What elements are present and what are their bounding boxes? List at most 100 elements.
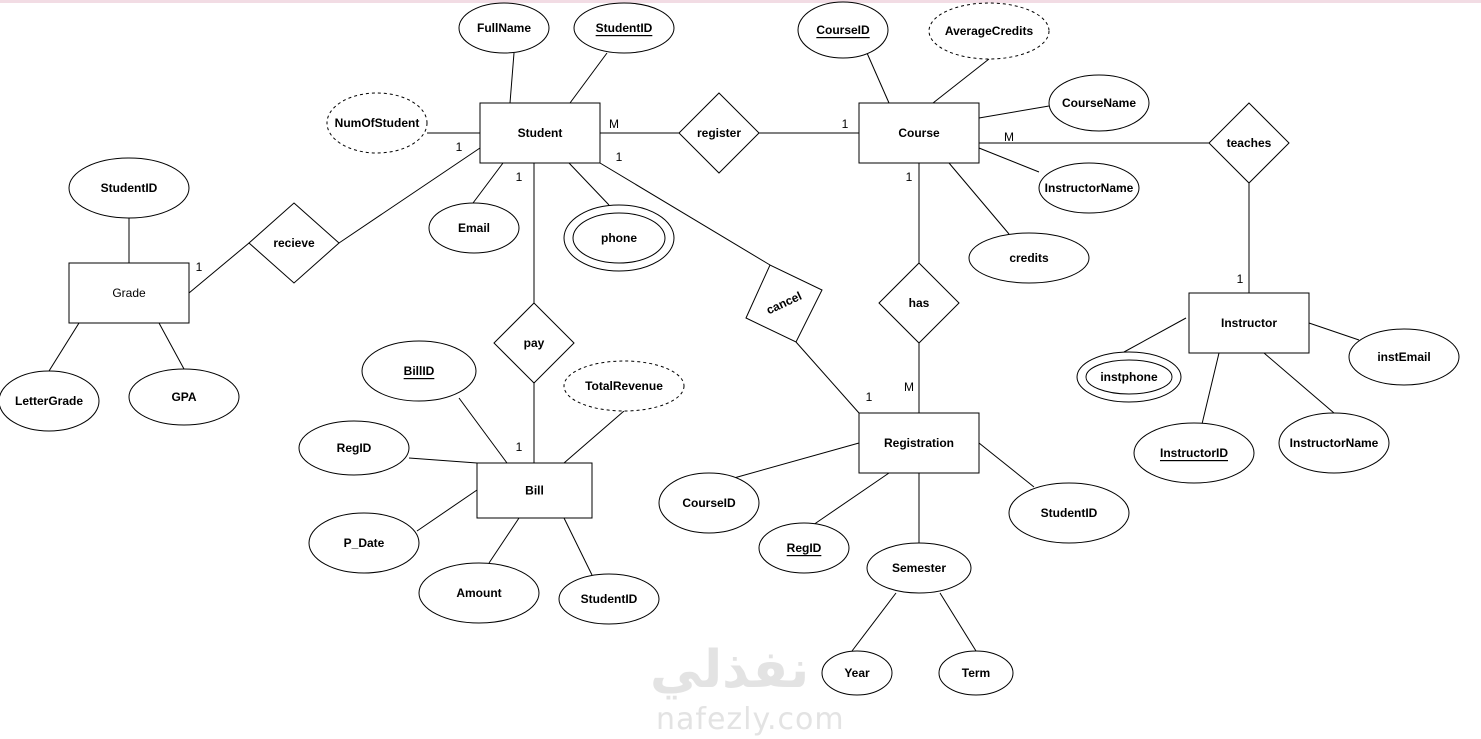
cardinality-label: M: [609, 117, 619, 131]
attribute-label-courseid: CourseID: [816, 23, 870, 37]
connector-line: [939, 592, 977, 652]
attribute-label-term: Term: [962, 666, 990, 680]
connector-line: [812, 472, 890, 526]
attribute-totalrevenue: [563, 360, 685, 412]
attribute-label-phone: phone: [601, 231, 637, 245]
attribute-label-fullname: FullName: [477, 21, 531, 35]
connector-line: [563, 410, 625, 464]
attribute-label-instphone: instphone: [1100, 370, 1158, 384]
attribute-billid: [361, 340, 477, 402]
connector-line: [569, 52, 608, 104]
entity-label-bill: Bill: [525, 484, 544, 498]
attribute-label-instemail: instEmail: [1377, 350, 1430, 364]
entity-instructor: [1188, 292, 1310, 354]
entity-course: [858, 102, 980, 164]
cardinality-label: 1: [866, 390, 873, 404]
cardinality-label: M: [1004, 130, 1014, 144]
relationship-cancel: [745, 264, 823, 343]
cardinality-label: 1: [196, 260, 203, 274]
cardinality-label: 1: [516, 440, 523, 454]
connector-line: [851, 592, 897, 652]
attribute-label-numofstudent: NumOfStudent: [335, 116, 420, 130]
relationship-register: [678, 92, 760, 174]
entity-label-course: Course: [898, 126, 940, 140]
connector-line: [488, 517, 520, 564]
relationship-label-pay: pay: [524, 336, 545, 350]
entity-registration: [858, 412, 980, 474]
relationship-has: [878, 262, 960, 344]
cardinality-label: 1: [456, 140, 463, 154]
entity-bill: [476, 462, 593, 519]
attribute-label-p-date: P_Date: [344, 536, 385, 550]
watermark-latin: nafezly.com: [656, 702, 845, 737]
relationship-pay: [493, 302, 575, 384]
attribute-label-semester: Semester: [892, 561, 946, 575]
attribute-term: [938, 650, 1014, 696]
attribute-regid: [758, 522, 850, 574]
attribute-label-regid: RegID: [787, 541, 822, 555]
attribute-course-instructorname: [1038, 162, 1140, 214]
attribute-label-instructorid: InstructorID: [1160, 446, 1228, 460]
relationship-label-register: register: [697, 126, 741, 140]
attribute-label-averagecredits: AverageCredits: [945, 24, 1034, 38]
attribute-label-reg-studentid: StudentID: [1041, 506, 1098, 520]
attribute-coursename: [1048, 74, 1150, 132]
attribute-studentid: [573, 2, 675, 54]
connector-line: [408, 457, 478, 464]
top-border: [0, 0, 1481, 3]
connector-line: [563, 517, 593, 576]
connector-line: [1123, 317, 1187, 353]
relationship-label-has: has: [909, 296, 930, 310]
attribute-amount: [418, 562, 540, 624]
cardinality-label: M: [904, 380, 914, 394]
entity-student: [479, 102, 601, 164]
attribute-label-grade-studentid: StudentID: [101, 181, 158, 195]
entity-grade: [68, 262, 190, 324]
attribute-email: [428, 202, 520, 254]
attribute-numofstudent: [326, 92, 428, 154]
relationship-label-teaches: teaches: [1227, 136, 1272, 150]
cardinality-label: 1: [1237, 272, 1244, 286]
connector-line: [509, 52, 515, 104]
attribute-instemail: [1348, 328, 1460, 386]
connector-line: [158, 322, 185, 370]
relationship-recieve: [248, 202, 340, 284]
cardinality-label: 1: [616, 150, 623, 164]
connector-line: [932, 58, 990, 104]
entity-label-student: Student: [518, 126, 563, 140]
attribute-instructorid: [1133, 422, 1255, 484]
attribute-label-totalrevenue: TotalRevenue: [585, 379, 663, 393]
connector-line: [599, 162, 771, 266]
entity-label-instructor: Instructor: [1221, 316, 1277, 330]
connector-line: [48, 322, 80, 372]
attribute-grade-studentid: [68, 157, 190, 219]
attribute-p-date: [308, 512, 420, 574]
entity-label-grade: Grade: [112, 286, 146, 300]
cardinality-label: 1: [516, 170, 523, 184]
attribute-label-reg-courseid: CourseID: [682, 496, 736, 510]
connector-line: [866, 52, 890, 104]
connector-line: [1201, 352, 1220, 425]
connector-line: [978, 147, 1040, 173]
connector-line: [978, 105, 1050, 119]
attribute-gpa: [128, 368, 240, 426]
attribute-label-coursename: CourseName: [1062, 96, 1136, 110]
relationship-label-recieve: recieve: [273, 236, 315, 250]
attribute-label-billid: BillID: [404, 364, 435, 378]
attribute-inner-phone: [572, 212, 666, 264]
attribute-label-bill-regid: RegID: [337, 441, 372, 455]
cardinality-label: 1: [906, 170, 913, 184]
cardinality-label: 1: [842, 117, 849, 131]
attribute-label-email: Email: [458, 221, 490, 235]
connector-line: [978, 442, 1035, 488]
attribute-fullname: [458, 2, 550, 54]
attribute-bill-studentid: [558, 573, 660, 625]
connector-line: [458, 397, 508, 464]
attribute-label-bill-studentid: StudentID: [581, 592, 638, 606]
attribute-instphone: [1076, 351, 1182, 403]
attribute-semester: [866, 542, 972, 594]
attribute-courseid: [797, 1, 889, 59]
attribute-reg-courseid: [658, 472, 760, 534]
attribute-phone: [563, 204, 675, 272]
attribute-label-gpa: GPA: [171, 390, 196, 404]
